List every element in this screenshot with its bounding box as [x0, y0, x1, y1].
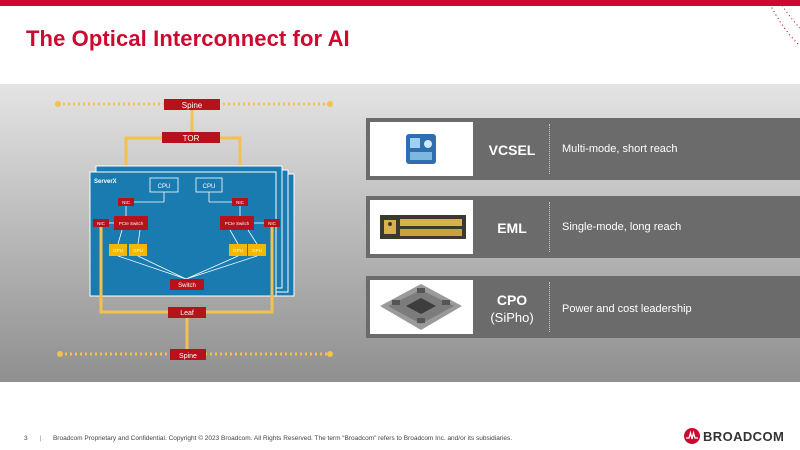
- vcsel-image: [370, 122, 473, 176]
- cpo-package-icon: [380, 284, 462, 330]
- gpu-2: [129, 244, 147, 256]
- nic-top-left: [118, 198, 134, 206]
- tech-name-sub: (SiPho): [490, 310, 534, 325]
- cpo-image: [370, 280, 473, 334]
- spine-top-label: Spine: [182, 101, 203, 110]
- tech-description: Power and cost leadership: [562, 303, 692, 315]
- svg-text:CPU: CPU: [203, 184, 216, 190]
- svg-text:GPU: GPU: [252, 248, 262, 253]
- divider: [549, 202, 550, 252]
- tech-card-eml: EML Single-mode, long reach: [366, 196, 800, 258]
- spine-bottom-node: [170, 349, 206, 360]
- tech-name-main: CPO: [496, 292, 528, 308]
- divider: [549, 282, 550, 332]
- broadcom-pulse-icon: [684, 428, 700, 444]
- top-accent-bar: [0, 0, 800, 6]
- leaf-node: [168, 307, 206, 318]
- tor-label: TOR: [183, 134, 200, 143]
- nic-left: [93, 219, 109, 227]
- nic-right: [264, 219, 280, 227]
- svg-text:GPU: GPU: [133, 248, 143, 253]
- svg-text:CPU: CPU: [158, 184, 171, 190]
- svg-text:PCIe Switch: PCIe Switch: [119, 221, 144, 226]
- svg-text:GPU: GPU: [113, 248, 123, 253]
- server-label: ServerX: [94, 179, 117, 185]
- tech-name: VCSEL: [488, 142, 536, 158]
- tech-name: EML: [497, 220, 527, 236]
- svg-text:Leaf: Leaf: [180, 310, 194, 317]
- spine-top-node: [164, 99, 220, 110]
- broadcom-logo: BROADCOM: [684, 428, 784, 444]
- pcie-switch-left: [114, 216, 148, 230]
- svg-text:NIC: NIC: [236, 200, 245, 205]
- gpu-4: [248, 244, 266, 256]
- svg-text:GPU: GPU: [233, 248, 243, 253]
- page-number: 3: [24, 435, 28, 442]
- tech-card-vcsel: VCSEL Multi-mode, short reach: [366, 118, 800, 180]
- eml-laser-icon: [380, 215, 466, 239]
- server-board: [89, 171, 277, 297]
- svg-text:Switch: Switch: [178, 283, 196, 289]
- tor-node: [162, 132, 220, 143]
- svg-text:NIC: NIC: [97, 221, 106, 226]
- switch-node: [170, 279, 204, 290]
- footer-separator: |: [39, 435, 42, 442]
- footer-text: Broadcom Proprietary and Confidential. C…: [52, 435, 513, 442]
- network-diagram: Spine TOR ServerX CPU CPU NIC NIC PCIe S…: [55, 99, 333, 360]
- eml-image: [370, 200, 473, 254]
- footer: 3 | Broadcom Proprietary and Confidentia…: [24, 435, 512, 442]
- logo-text: BROADCOM: [703, 428, 785, 444]
- decorative-dots: [769, 1, 800, 45]
- svg-text:NIC: NIC: [122, 200, 131, 205]
- tech-card-cpo: CPO (SiPho) Power and cost leadership: [366, 276, 800, 338]
- tech-description: Single-mode, long reach: [562, 221, 682, 233]
- vcsel-chip-icon: [406, 134, 436, 164]
- tech-name: CPO (SiPho): [476, 292, 548, 325]
- svg-text:PCIe Switch: PCIe Switch: [225, 221, 250, 226]
- nic-top-right: [232, 198, 248, 206]
- pcie-switch-right: [220, 216, 254, 230]
- svg-text:NIC: NIC: [268, 221, 277, 226]
- tech-description: Multi-mode, short reach: [562, 143, 678, 155]
- divider: [549, 124, 550, 174]
- gpu-1: [109, 244, 127, 256]
- slide-title: The Optical Interconnect for AI: [26, 26, 350, 51]
- svg-text:Spine: Spine: [179, 353, 197, 360]
- gpu-3: [229, 244, 247, 256]
